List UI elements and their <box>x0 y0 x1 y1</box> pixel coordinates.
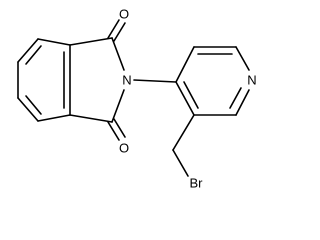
bond-c1-n <box>111 37 125 71</box>
atom-label-oxygen-bottom: O <box>119 141 129 156</box>
bond-n-pyridine <box>133 79 177 83</box>
bond-pyr-4 <box>235 89 250 116</box>
imide-ring <box>69 37 125 123</box>
carbonyl-bottom <box>107 118 126 141</box>
bond-benzene-1 <box>37 38 71 46</box>
bond-co-bottom-b <box>113 118 126 138</box>
atom-labels: O O N N Br <box>119 7 257 191</box>
chemical-structure: O O N N Br <box>17 7 257 191</box>
bond-c1-ring <box>69 37 113 46</box>
bond-ch2-br <box>172 149 189 177</box>
atom-label-pyridine-nitrogen: N <box>247 73 256 88</box>
atom-label-bromine: Br <box>190 176 204 191</box>
bond-c2-ring <box>69 114 113 123</box>
bond-pyr-inner-3 <box>183 81 199 109</box>
bond-pyr-3 <box>235 46 250 71</box>
bond-co-top-b <box>113 22 126 42</box>
phthalimide-benzene-ring <box>17 38 71 122</box>
atom-label-oxygen-top: O <box>119 7 129 22</box>
bond-pyr-1 <box>175 46 195 83</box>
bromomethyl-group <box>172 114 195 177</box>
bond-n-c2 <box>111 89 125 123</box>
bond-ring-ch2 <box>172 114 195 151</box>
bond-benzene-4 <box>17 97 39 122</box>
bond-pyr-6 <box>175 81 195 116</box>
pyridine-ring <box>175 46 250 116</box>
bond-pyr-inner-2 <box>229 87 242 109</box>
atom-label-imide-nitrogen: N <box>122 73 131 88</box>
bond-benzene-inner-1 <box>25 45 42 65</box>
bond-benzene-inner-2 <box>25 95 42 115</box>
bond-co-bottom-a <box>107 121 120 141</box>
bond-benzene-5 <box>37 114 71 122</box>
bond-benzene-2 <box>17 38 39 63</box>
bond-co-top-a <box>107 19 120 39</box>
carbonyl-top <box>107 19 126 42</box>
